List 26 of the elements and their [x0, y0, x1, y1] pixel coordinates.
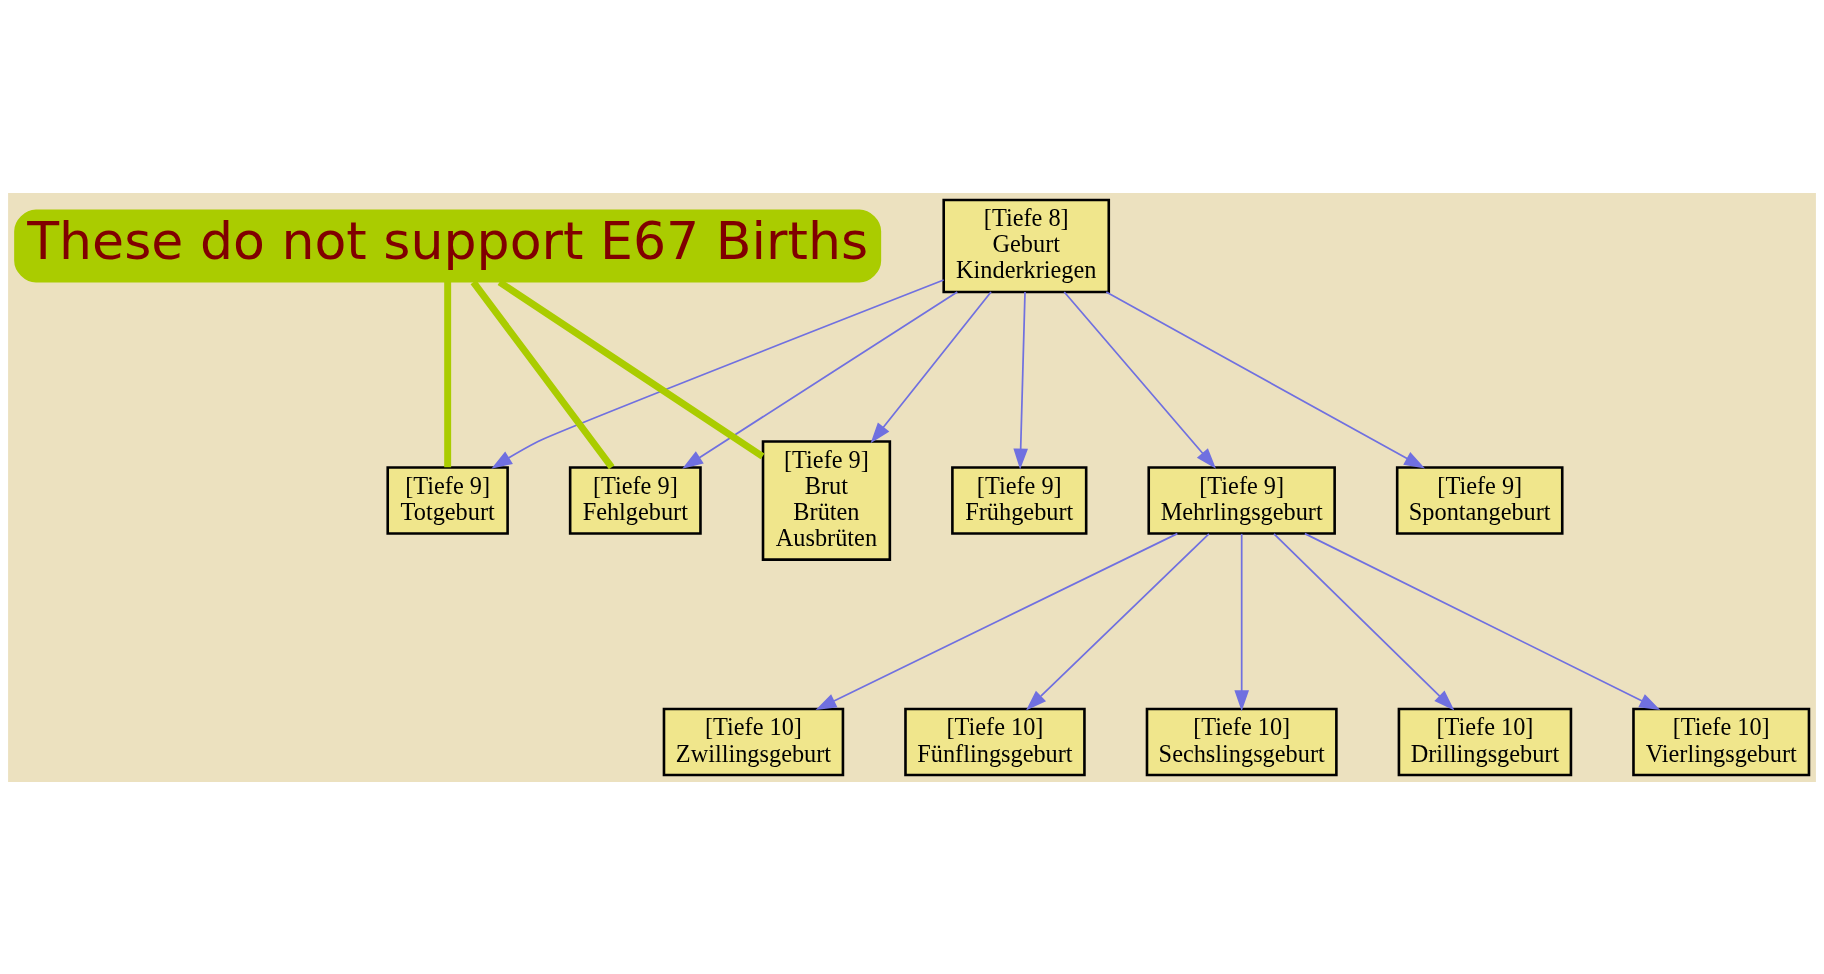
arrow: [1273, 532, 1455, 710]
node-box: [Tiefe 9] Frühgeburt: [951, 465, 1088, 535]
connector: [444, 281, 452, 467]
node-box: These do not support E67 Births: [14, 209, 882, 282]
arrow: [682, 290, 959, 469]
node-box: [Tiefe 9] Mehrlingsgeburt: [1147, 465, 1336, 535]
arrow: [1234, 532, 1249, 711]
arrow: [491, 278, 945, 469]
arrow: [1304, 532, 1661, 710]
node-box: [Tiefe 10] Sechslingsgeburt: [1145, 707, 1338, 776]
node-box: [Tiefe 9] Spontangeburt: [1395, 465, 1564, 535]
node-box: [Tiefe 8] Geburt Kinderkriegen: [942, 198, 1111, 293]
arrow: [870, 290, 992, 443]
arrow: [1013, 290, 1028, 469]
node-box: [Tiefe 10] Vierlingsgeburt: [1632, 707, 1811, 776]
node-box: [Tiefe 9] Brut Brüten Ausbrüten: [761, 439, 892, 561]
arrow: [1025, 532, 1210, 710]
arrow: [815, 532, 1179, 710]
node-box: [Tiefe 9] Fehlgeburt: [568, 465, 702, 535]
connector: [470, 279, 615, 469]
arrow: [1105, 290, 1426, 468]
arrow: [1063, 290, 1216, 469]
node-box: [Tiefe 10] Fünflingsgeburt: [904, 707, 1086, 776]
node-box: [Tiefe 10] Drillingsgeburt: [1397, 707, 1573, 776]
node-box: [Tiefe 9] Totgeburt: [386, 465, 509, 535]
node-box: [Tiefe 10] Zwillingsgeburt: [662, 707, 845, 776]
